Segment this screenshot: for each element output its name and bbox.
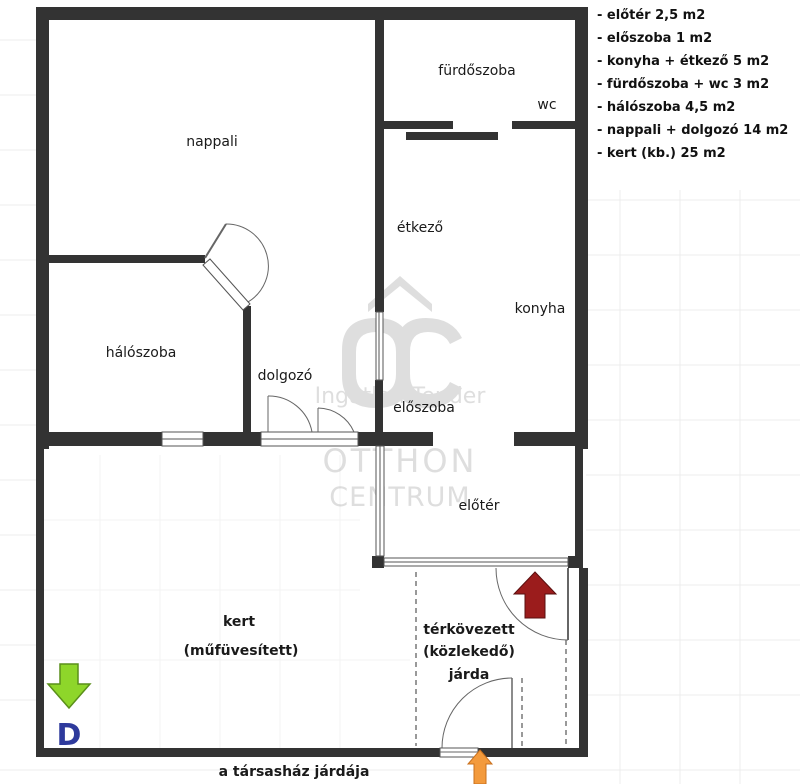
watermark-line2: CENTRUM <box>329 482 470 513</box>
outer-wall-top <box>36 7 588 20</box>
door-gate-swing <box>441 677 513 749</box>
wall-haloszoba-top <box>49 255 205 263</box>
outer-wall-left <box>36 7 49 449</box>
label-furdoszoba: fürdőszoba <box>438 63 515 79</box>
path-dashed-lines <box>415 572 567 746</box>
wall-mid-seg4 <box>514 432 588 446</box>
wall-bathroom-mid <box>406 132 498 140</box>
watermark-brand: Ingatlan Tender <box>315 384 487 409</box>
door-entry-swing <box>495 567 569 641</box>
legend-item: - előtér 2,5 m2 <box>597 8 706 23</box>
compass-arrow-icon <box>46 663 92 710</box>
wall-nappali-etkezo <box>375 7 384 312</box>
label-wc: wc <box>537 97 556 113</box>
legend-item: - fürdőszoba + wc 3 m2 <box>597 77 770 92</box>
legend-item: - konyha + étkező 5 m2 <box>597 54 770 69</box>
label-etkezo: étkező <box>397 220 443 236</box>
wall-eloter-bottom-left <box>372 556 384 568</box>
wall-eloter-right <box>575 446 583 564</box>
wall-garden-bottom-right <box>478 748 588 757</box>
watermark-o-icon <box>342 318 410 408</box>
label-konyha: konyha <box>515 301 566 317</box>
watermark-c-icon <box>396 318 462 408</box>
legend-item: - nappali + dolgozó 14 m2 <box>597 123 789 138</box>
door-nappali-frame <box>202 258 251 311</box>
wall-garden-left <box>36 446 44 756</box>
label-kert-sub: (műfüvesített) <box>184 643 299 659</box>
outer-wall-right <box>575 7 588 449</box>
label-jarda-3: járda <box>448 667 490 683</box>
label-haloszoba: hálószoba <box>106 345 177 361</box>
windows <box>161 311 569 567</box>
background-grid <box>0 39 800 784</box>
wall-mid-seg1 <box>36 432 162 446</box>
door-nappali-leaf <box>204 223 227 259</box>
wall-mid-seg2 <box>203 432 261 446</box>
wall-eloszoba-left <box>375 380 383 434</box>
label-nappali: nappali <box>186 134 238 150</box>
wall-haloszoba-right <box>243 306 251 434</box>
walls <box>36 7 588 757</box>
label-dolgozo: dolgozó <box>258 368 313 384</box>
wall-path-right <box>579 568 588 757</box>
entry-arrow-icon <box>512 571 558 619</box>
label-eloter: előtér <box>459 498 500 514</box>
door-eloszoba-swing <box>317 407 355 433</box>
area-legend: - előtér 2,5 m2 - előszoba 1 m2 - konyha… <box>597 4 788 165</box>
legend-item: - előszoba 1 m2 <box>597 31 713 46</box>
watermark: Ingatlan Tender OTTHON CENTRUM <box>315 276 487 513</box>
watermark-line1: OTTHON <box>323 442 478 480</box>
door-dolgozo-swing <box>267 395 313 433</box>
label-jarda-2: (közlekedő) <box>423 644 515 660</box>
wall-mid-seg3 <box>358 432 433 446</box>
wall-bathroom-right <box>512 121 575 129</box>
compass-letter: D <box>57 718 82 753</box>
label-sidewalk: a társasház járdája <box>219 764 370 780</box>
door-nappali-swing <box>225 223 269 303</box>
wall-eloter-bottom-right <box>568 556 583 568</box>
wall-garden-bottom-left <box>36 748 440 757</box>
legend-item: - kert (kb.) 25 m2 <box>597 146 726 161</box>
label-kert: kert <box>223 614 255 630</box>
label-eloszoba: előszoba <box>393 400 455 416</box>
doors <box>202 223 569 758</box>
legend-item: - hálószoba 4,5 m2 <box>597 100 736 115</box>
label-jarda-1: térkövezett <box>423 622 515 638</box>
gate-arrow-icon <box>466 749 494 784</box>
wall-bathroom-left <box>384 121 453 129</box>
